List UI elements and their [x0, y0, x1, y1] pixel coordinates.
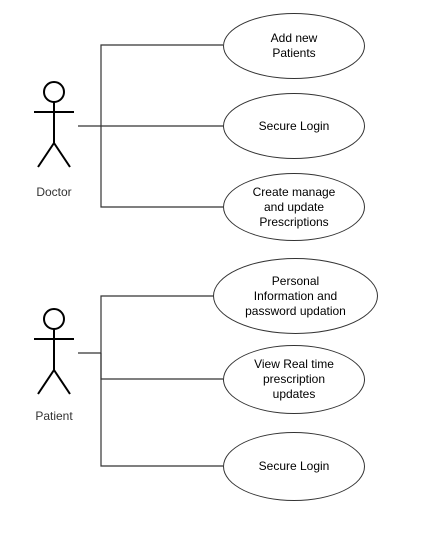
- use-case-label: Personal Information and password updati…: [245, 273, 346, 318]
- use-case-doctor-secure-login: Secure Login: [223, 93, 365, 159]
- doctor-connectors: [78, 44, 223, 208]
- use-case-label: Secure Login: [258, 459, 330, 473]
- use-case-create-manage-update-prescriptions: Create manage and update Prescriptions: [223, 173, 365, 241]
- patient-actor-figure: [34, 308, 74, 395]
- use-case-label: View Real time prescription updates: [254, 357, 334, 401]
- use-case-label: Add new Patients: [270, 31, 318, 60]
- use-case-add-new-patients: Add new Patients: [223, 13, 365, 79]
- actor-label-doctor: Doctor: [36, 185, 72, 199]
- actor-label-patient: Patient: [35, 409, 73, 423]
- use-case-view-real-time-prescription-updates: View Real time prescription updates: [223, 345, 365, 414]
- use-case-patient-secure-login: Secure Login: [223, 432, 365, 501]
- patient-connectors: [78, 295, 223, 467]
- use-case-label: Secure Login: [258, 118, 330, 133]
- use-case-personal-information-password-updation: Personal Information and password updati…: [213, 258, 378, 334]
- use-case-label: Create manage and update Prescriptions: [252, 184, 336, 229]
- doctor-actor-figure: [34, 81, 74, 168]
